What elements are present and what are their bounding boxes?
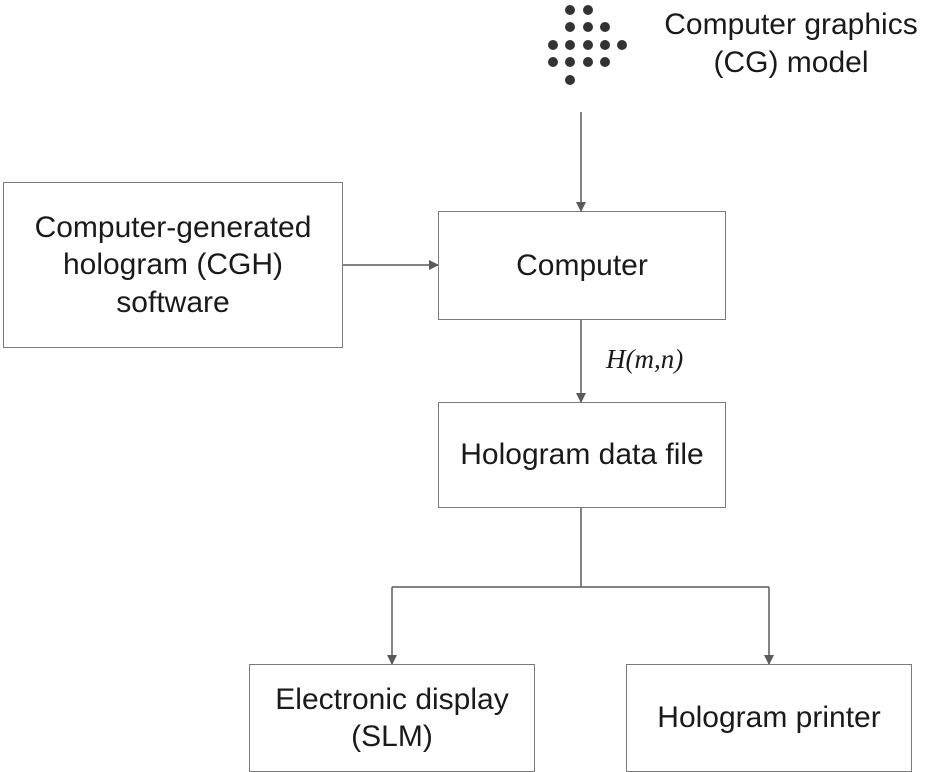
hologram-data-file-box: Hologram data file xyxy=(438,402,726,508)
electronic-display-line2: (SLM) xyxy=(351,720,433,753)
cg-model-label: Computer graphics (CG) model xyxy=(650,6,932,83)
cg-model-label-line2: (CG) model xyxy=(713,46,869,80)
cgh-software-line3: software xyxy=(116,285,230,319)
electronic-display-box: Electronic display (SLM) xyxy=(249,664,535,772)
cgh-software-line1: Computer-generated xyxy=(34,210,312,244)
hologram-printer-label: Hologram printer xyxy=(657,701,881,735)
hologram-function-text: H(m,n) xyxy=(606,344,684,374)
electronic-display-line1: Electronic display xyxy=(275,682,509,716)
hologram-function-label: H(m,n) xyxy=(606,344,683,375)
hologram-printer-box: Hologram printer xyxy=(626,664,912,772)
computer-box: Computer xyxy=(438,211,726,320)
cg-model-label-line1: Computer graphics xyxy=(664,8,918,41)
hologram-data-file-label: Hologram data file xyxy=(460,438,704,472)
dot-cluster-icon xyxy=(548,5,627,85)
computer-label: Computer xyxy=(516,248,648,282)
cgh-software-line2: hologram (CGH) xyxy=(62,248,284,282)
cgh-software-box: Computer-generated hologram (CGH) softwa… xyxy=(3,182,343,348)
